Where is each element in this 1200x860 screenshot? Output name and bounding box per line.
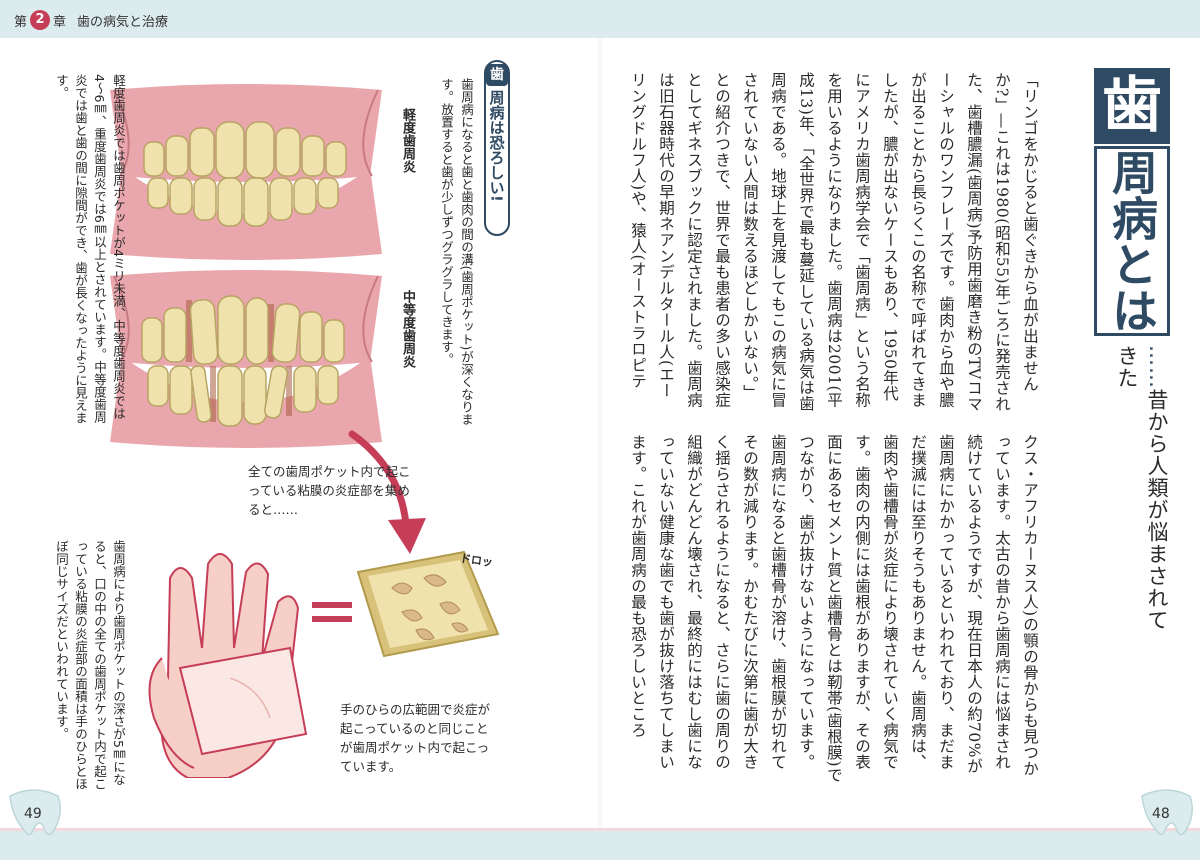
severity-note: 軽度歯周炎では歯周ポケットが4ミリ未満、中等度歯周炎では4〜6㎜、重度歯周炎では…	[54, 74, 126, 424]
mild-periodontitis-teeth-illustration	[110, 84, 382, 260]
body-text-upper: 「リンゴをかじると歯ぐきから血が出ませんか?」—これは1980(昭和55)年ごろ…	[629, 72, 1039, 413]
arrow-caption: 全ての歯周ポケット内で起こっている粘膜の炎症部を集めると……	[248, 464, 411, 517]
callout-body: 歯周病になると歯と歯肉の間の溝(歯周ポケット)が深くなります。放置すると歯が少し…	[439, 78, 474, 426]
page-number-left: 49	[24, 806, 42, 822]
page-title-rest: 周病とは	[1094, 146, 1170, 336]
moderate-periodontitis-teeth-illustration	[110, 270, 382, 448]
body-text-lower: クス・アフリカーヌス人)の顎の骨からも見つかっています。太古の昔から歯周病には悩…	[629, 434, 1039, 784]
chapter-title: 歯の病気と治療	[77, 14, 169, 30]
book-spine	[598, 38, 602, 828]
palm-hand-illustration	[148, 553, 308, 778]
label-moderate-periodontitis: 中等度歯周炎	[400, 290, 415, 368]
tooth-icon	[1141, 789, 1193, 836]
tooth-icon: 歯	[486, 64, 508, 86]
footer-band	[0, 828, 1200, 860]
page-number-right: 48	[1152, 806, 1170, 822]
tooth-icon	[9, 789, 61, 836]
footer-accent-line	[0, 828, 1200, 831]
inflamed-mucosa-patch-illustration	[356, 550, 500, 658]
subtitle-text: 昔から人類が悩まされてきた	[1115, 345, 1169, 631]
palm-caption: 手のひらの広範囲で炎症が起こっているのと同じことが歯周ポケット内で起こっています…	[340, 702, 491, 774]
subtitle-dots: ……	[1145, 345, 1169, 389]
chapter-number-badge: 2	[30, 10, 51, 30]
callout-title: 周病は恐ろしい!	[487, 90, 506, 202]
callout-heading: 歯 周病は恐ろしい!	[484, 60, 510, 236]
page-subtitle: ……昔から人類が悩まされてきた	[1112, 345, 1172, 645]
chapter-label: 第 2 章 歯の病気と治療	[14, 10, 168, 30]
chapter-suffix: 章	[53, 14, 67, 30]
curved-arrow-icon	[348, 430, 426, 554]
pocket-area-note: 歯周病により歯周ポケットの深さが5㎜になると、口の中の全ての歯周ポケット内で起こ…	[54, 540, 126, 790]
label-mild-periodontitis: 軽度歯周炎	[400, 108, 415, 173]
equals-sign-icon	[312, 602, 352, 622]
page-title-first-char: 歯	[1094, 68, 1170, 144]
chapter-prefix: 第	[14, 14, 28, 30]
header-band	[0, 0, 1200, 38]
